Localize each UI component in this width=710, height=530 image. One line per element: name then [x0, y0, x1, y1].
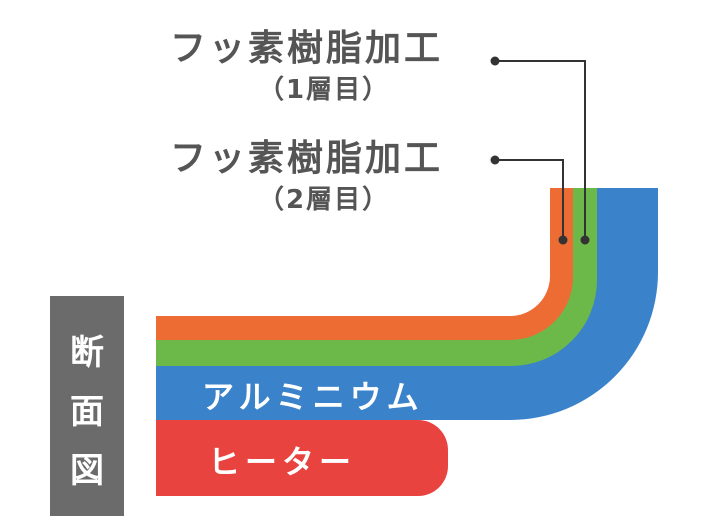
callout-1-subtitle: （1層目）	[258, 75, 390, 105]
callout-1-leader	[495, 60, 586, 240]
callout-1-dot-start	[490, 56, 500, 66]
callout-2-dot-end	[558, 235, 568, 245]
section-label-char-2: 面	[70, 392, 104, 432]
section-label-char-3: 図	[70, 451, 104, 491]
callout-2-title: フッ素樹脂加工	[170, 138, 443, 179]
aluminum-label: アルミニウム	[202, 378, 424, 416]
callout-1-dot-end	[580, 235, 590, 245]
callout-1-title: フッ素樹脂加工	[170, 28, 443, 69]
heater-label: ヒーター	[208, 443, 356, 481]
section-label-band	[50, 296, 124, 516]
callout-2-subtitle: （2層目）	[258, 185, 390, 215]
section-label-char-1: 断	[70, 333, 104, 373]
fluorine-layer-2	[156, 188, 597, 367]
callout-2-leader	[495, 159, 564, 240]
callout-2-dot-start	[490, 155, 500, 165]
fluorine-layer-1	[156, 188, 573, 340]
heater-block	[156, 420, 448, 496]
